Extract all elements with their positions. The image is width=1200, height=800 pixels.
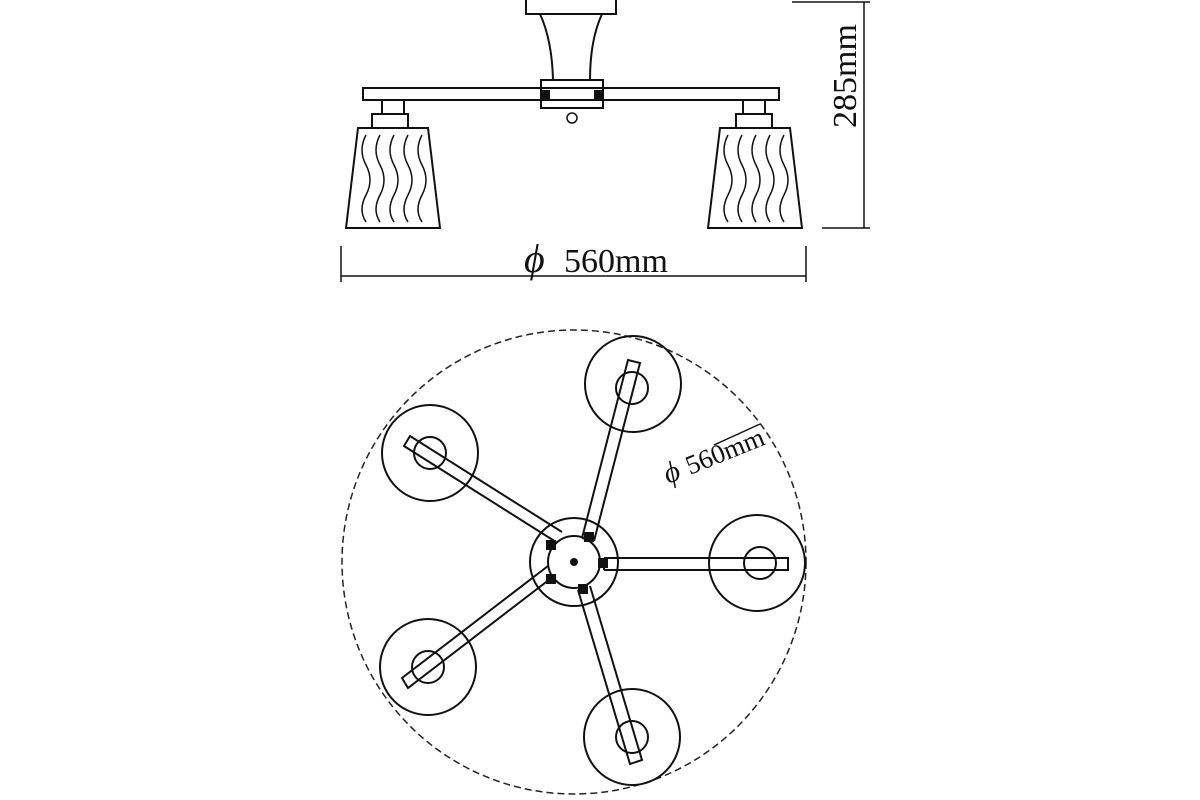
arm-right <box>604 514 806 612</box>
arm-upper-left <box>381 404 563 543</box>
hub-finial <box>566 112 578 124</box>
lamp-socket-right <box>743 546 777 580</box>
hub-center <box>570 558 578 566</box>
width-dimension: ϕ 560mm <box>340 236 807 282</box>
lamp-shade-bottom <box>583 688 681 786</box>
diameter-dimension: ϕ 560mm <box>658 422 768 491</box>
side-view: ϕ 560mm 285mm <box>340 0 870 282</box>
left-lamp-shade <box>344 100 442 229</box>
lamp-shade-upper-left <box>381 404 479 502</box>
horizontal-arm-bar <box>362 87 780 101</box>
lamp-shade-right <box>708 514 806 612</box>
ceiling-canopy <box>525 0 617 15</box>
height-dimension: 285mm <box>792 1 870 229</box>
lamp-shade-top <box>584 335 682 433</box>
lamp-socket-top <box>615 371 649 405</box>
arm-lower-right <box>577 585 681 786</box>
lamp-socket-lower-left <box>411 650 445 684</box>
lamp-socket-upper-left <box>413 436 447 470</box>
arm-upper-right <box>581 335 682 542</box>
arm-lower-left <box>379 565 555 716</box>
lamp-shade-lower-left <box>379 618 477 716</box>
right-lamp-shade <box>706 100 804 229</box>
diameter-dimension-symbol: ϕ <box>658 454 685 490</box>
height-dimension-label: 285mm <box>827 24 864 128</box>
width-dimension-symbol: ϕ <box>524 236 545 281</box>
lamp-socket-bottom <box>615 720 649 754</box>
width-dimension-label: 560mm <box>564 243 668 280</box>
hub-outer-ring <box>529 517 619 607</box>
diameter-dimension-label: 560mm <box>681 422 769 481</box>
diameter-outline <box>341 329 807 795</box>
canopy-stem <box>539 13 603 81</box>
top-view: ϕ 560mm <box>341 329 807 795</box>
center-hub <box>540 79 604 109</box>
